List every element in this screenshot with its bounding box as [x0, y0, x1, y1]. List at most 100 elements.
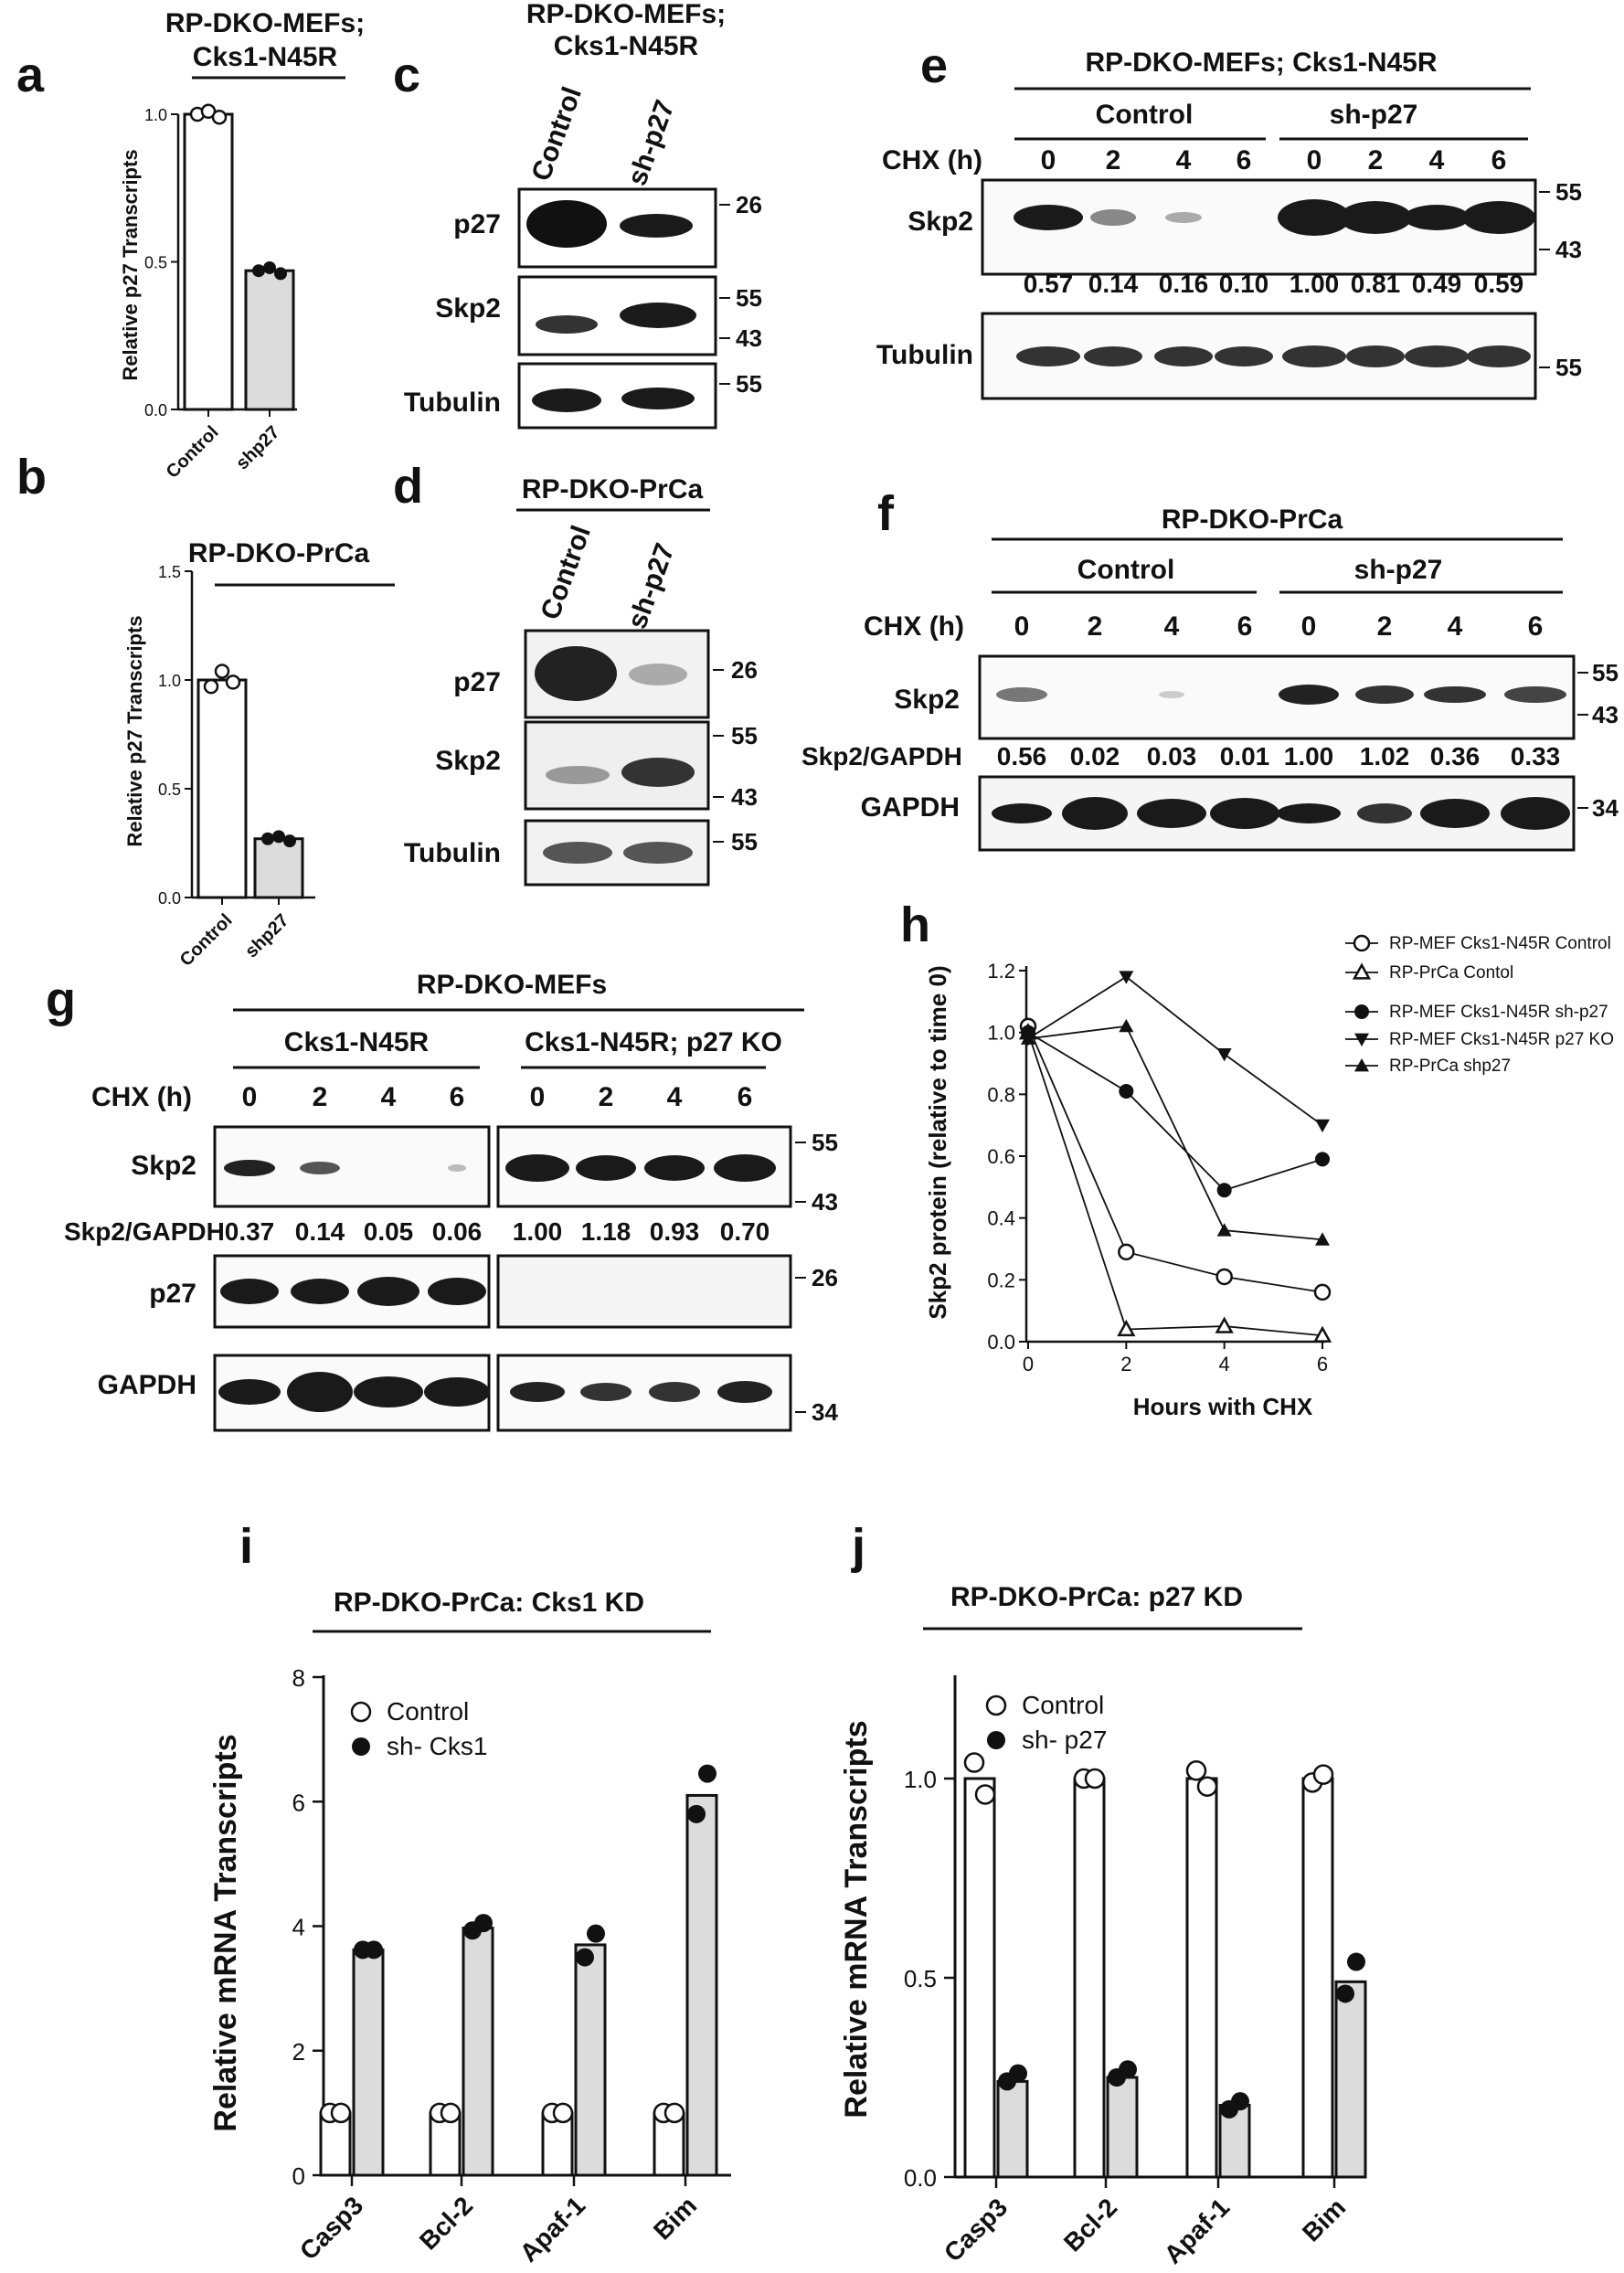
panel-e-mw-55: 55	[1555, 178, 1582, 206]
panel-b-cat-1: shp27	[241, 910, 292, 961]
panel-h-legend-marker-1	[1352, 962, 1372, 980]
panel-b-cat-0: Control	[176, 910, 237, 971]
panel-g-chx-label: CHX (h)	[91, 1082, 192, 1112]
panel-i-cat-0: Casp3	[294, 2191, 368, 2265]
panel-e-quant-1: 0.14	[1088, 270, 1139, 298]
panel-f-time-2: 4	[1164, 611, 1180, 642]
panel-e: RP-DKO-MEFs; Cks1-N45R Control sh-p27 CH…	[876, 48, 1582, 400]
panel-d: RP-DKO-PrCa Control sh-p27 p27 Skp2 Tubu…	[404, 474, 758, 887]
panel-i-ytick-label-0: 0	[292, 2162, 305, 2190]
panel-b-point-1-0	[261, 832, 274, 845]
panel-f-quant-4: 1.00	[1284, 742, 1334, 770]
panel-i-ytick-label-4: 8	[292, 1664, 305, 1692]
panel-e-title: RP-DKO-MEFs; Cks1-N45R	[1085, 48, 1437, 78]
panel-b-ytick-label-0: 0.0	[158, 889, 181, 908]
panel-c-mw-55: 55	[736, 284, 762, 312]
panel-h-point-4-1	[1119, 1018, 1134, 1033]
panel-i-point-1-0-1	[440, 2102, 462, 2124]
panel-f-gapdh-band-6	[1420, 799, 1490, 828]
panel-g-quant-4: 1.00	[513, 1217, 563, 1246]
panel-letter-a: a	[16, 48, 45, 102]
panel-e-tub-band-2	[1154, 346, 1213, 366]
panel-letter-h: h	[900, 898, 930, 952]
panel-h-ytick-label-0: 0.0	[987, 1331, 1015, 1354]
panel-f-time-7: 6	[1528, 611, 1544, 642]
panel-f-quant-2: 0.03	[1147, 742, 1197, 770]
panel-h-ytick-label-4: 0.8	[987, 1083, 1015, 1106]
panel-f-skp2-band-6	[1424, 686, 1486, 703]
panel-f-time-0: 0	[1014, 611, 1030, 642]
panel-a-ytick-label-2: 1.0	[144, 106, 167, 124]
panel-i-legend-marker-1	[352, 1737, 370, 1756]
panel-j-ytick-label-2: 1.0	[904, 1766, 937, 1793]
panel-i-bar-2-0	[541, 2111, 574, 2177]
panel-f-time-4: 0	[1301, 611, 1317, 642]
panel-h-point-1-1	[1117, 1319, 1136, 1337]
panel-letter-d: d	[393, 459, 423, 514]
panel-g-mw-26: 26	[812, 1264, 838, 1291]
panel-e-time-6: 4	[1429, 145, 1445, 175]
panel-b-point-1-2	[283, 834, 296, 848]
panel-e-time-0: 0	[1041, 145, 1056, 175]
panel-e-tub-band-1	[1084, 346, 1142, 366]
panel-e-quant-5: 0.81	[1351, 270, 1401, 298]
panel-g-gapdh-band-6	[649, 1382, 700, 1402]
panel-e-quant-0: 0.57	[1024, 270, 1074, 298]
panel-e-time-3: 6	[1237, 145, 1252, 175]
panel-h-ylabel: Skp2 protein (relative to time 0)	[924, 965, 951, 1319]
panel-b-ylabel: Relative p27 Transcripts	[123, 615, 146, 846]
panel-c-row-p27: p27	[453, 209, 501, 239]
panel-i-point-3-1-1	[698, 1764, 716, 1783]
panel-c-p27-band-0	[526, 200, 607, 248]
panel-c-mw-43: 43	[736, 324, 762, 352]
panel-h-point-2-3	[1315, 1152, 1330, 1167]
panel-e-skp2-band-1	[1090, 209, 1136, 226]
panel-h-series-line-4	[1027, 1025, 1323, 1241]
panel-j-legend-label-0: Control	[1022, 1691, 1104, 1719]
panel-letter-j: j	[851, 1519, 865, 1574]
panel-g-p27-band-1	[291, 1279, 349, 1304]
panel-f-quant-label: Skp2/GAPDH	[801, 742, 962, 770]
panel-j-point-3-0-1	[1312, 1764, 1334, 1785]
panel-g-p27-band-0	[220, 1279, 279, 1304]
panel-e-tub-band-6	[1405, 345, 1469, 367]
panel-e-skp2-band-6	[1404, 205, 1470, 230]
panel-i-bar-3-0	[653, 2111, 685, 2177]
panel-j-legend-label-1: sh- p27	[1022, 1726, 1107, 1754]
panel-i-bar-1-0	[429, 2111, 462, 2177]
panel-e-skp2-band-0	[1014, 205, 1083, 230]
panel-e-tub-band-5	[1346, 345, 1405, 367]
panel-h-legend-label-2: RP-MEF Cks1-N45R sh-p27	[1389, 1003, 1608, 1022]
panel-g-quant-7: 0.70	[720, 1217, 770, 1246]
panel-f-time-3: 6	[1237, 611, 1253, 642]
panel-c-lane-0: Control	[526, 83, 588, 185]
panel-d-p27-band-1	[629, 664, 687, 685]
panel-e-skp2-band-5	[1339, 201, 1412, 234]
panel-i-point-3-1-0	[687, 1804, 706, 1823]
panel-e-quant-4: 1.00	[1290, 270, 1340, 298]
panel-i-point-0-0-1	[330, 2102, 352, 2124]
panel-j-point-2-0-0	[1185, 1760, 1207, 1781]
panel-i-cat-1: Bcl-2	[414, 2191, 478, 2255]
panel-e-tub-band-0	[1016, 346, 1080, 366]
panel-g-time-0: 0	[242, 1082, 258, 1112]
panel-d-p27-band-0	[535, 646, 617, 701]
panel-h-legend-label-3: RP-MEF Cks1-N45R p27 KO	[1389, 1030, 1614, 1049]
panel-c-title-line2: Cks1-N45R	[554, 31, 699, 61]
panel-i-point-0-1-1	[365, 1940, 383, 1960]
panel-i-bar-0-1	[352, 1948, 385, 2177]
panel-g-quant-2: 0.05	[364, 1217, 414, 1246]
panel-h-point-0-3	[1313, 1283, 1332, 1301]
panel-e-row-skp2: Skp2	[908, 207, 973, 237]
panel-i-point-3-0-1	[663, 2102, 685, 2124]
panel-e-skp2-band-4	[1278, 199, 1351, 236]
panel-a-point-1-2	[274, 267, 287, 281]
panel-h-point-4-0	[1021, 1031, 1035, 1045]
panel-j-point-2-1-1	[1231, 2092, 1249, 2111]
panel-h-series-line-1	[1027, 1032, 1323, 1337]
panel-h-point-4-2	[1216, 1223, 1232, 1237]
panel-i-point-1-1-1	[474, 1914, 493, 1933]
panel-e-time-5: 2	[1368, 145, 1384, 175]
